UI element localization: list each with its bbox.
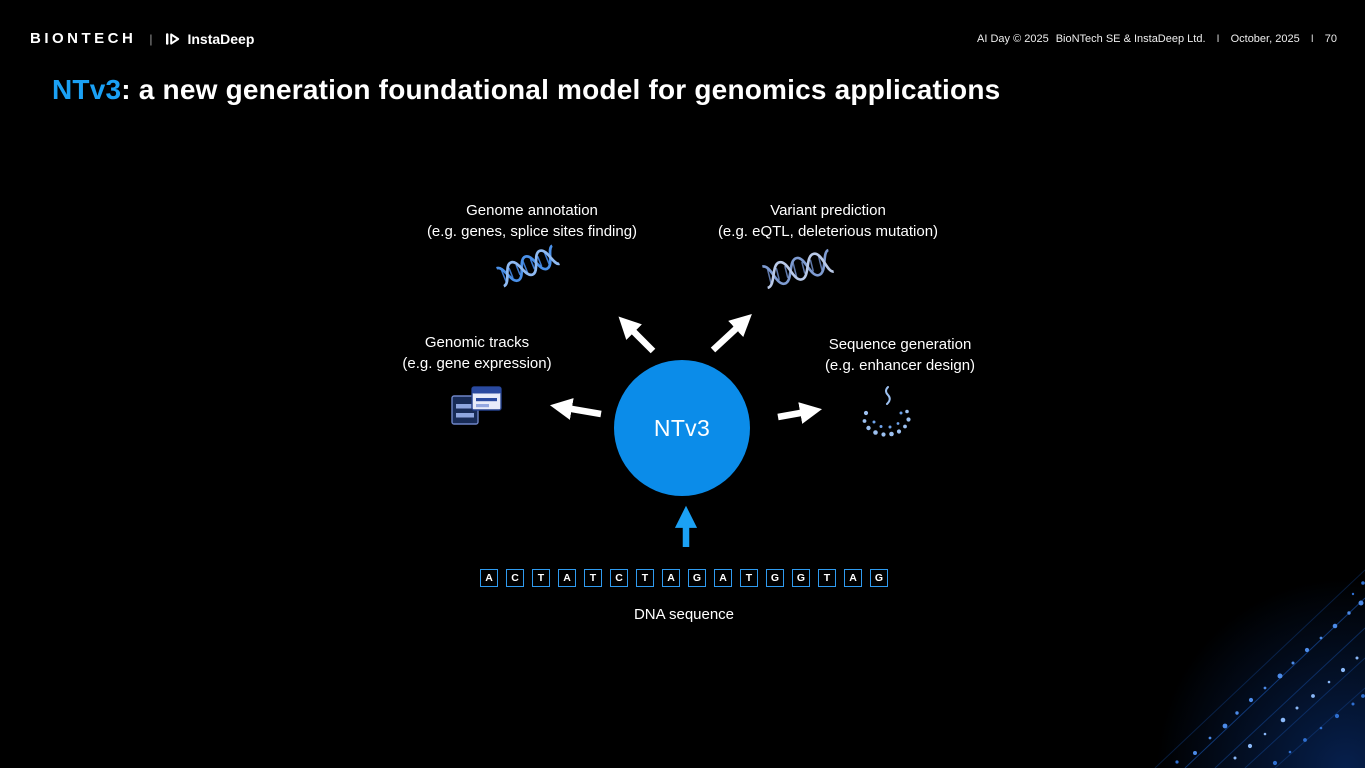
node-subtitle: (e.g. genes, splice sites finding) (426, 222, 638, 240)
meta-date: October, 2025 (1230, 32, 1300, 45)
node-subtitle: (e.g. enhancer design) (824, 356, 976, 374)
dna-helix-icon (495, 244, 561, 288)
sequence-cell: A (662, 569, 680, 587)
center-model-node: NTv3 (614, 360, 750, 496)
generated-dots-icon (862, 386, 911, 437)
header: BIONTECH | InstaDeep AI Day © 2025 BioNT… (30, 30, 1337, 47)
biontech-logo: BIONTECH (30, 30, 137, 47)
sequence-cell: T (636, 569, 654, 587)
genome-tracks-icon (451, 386, 502, 425)
node-subtitle: (e.g. gene expression) (402, 354, 552, 372)
sequence-cell: A (480, 569, 498, 587)
node-title: Genomic tracks (424, 334, 530, 351)
slide-meta: AI Day © 2025 BioNTech SE & InstaDeep Lt… (977, 33, 1337, 45)
sequence-cell: G (870, 569, 888, 587)
sequence-cell: A (844, 569, 862, 587)
title-rest: : a new generation foundational model fo… (121, 74, 1001, 105)
node-subtitle: (e.g. eQTL, deleterious mutation) (717, 222, 939, 240)
instadeep-logo-text: InstaDeep (187, 30, 255, 47)
meta-ai-day: AI Day © 2025 (977, 32, 1049, 45)
sequence-cell: T (584, 569, 602, 587)
page-number: 70 (1324, 32, 1337, 45)
sequence-cell: G (792, 569, 810, 587)
meta-divider: I (1216, 32, 1220, 45)
meta-company: BioNTech SE & InstaDeep Ltd. (1055, 32, 1206, 45)
node-genomic-tracks: Genomic tracks (e.g. gene expression) (357, 333, 597, 374)
sequence-cell: C (610, 569, 628, 587)
arrow-to-genome-annotation (618, 316, 656, 354)
dna-helix-icon (761, 248, 835, 290)
brand-logos: BIONTECH | InstaDeep (30, 30, 254, 47)
arrow-to-variant-prediction (710, 313, 752, 353)
slide-title: NTv3: a new generation foundational mode… (52, 74, 1000, 106)
node-title: Genome annotation (466, 202, 598, 219)
node-variant-prediction: Variant prediction (e.g. eQTL, deleterio… (698, 201, 958, 242)
sequence-cell: T (532, 569, 550, 587)
meta-divider: I (1310, 32, 1314, 45)
decorative-network-svg (1154, 569, 1365, 768)
decorative-network-graphic (1125, 558, 1365, 768)
node-title: Sequence generation (828, 336, 972, 353)
title-highlight: NTv3 (52, 74, 122, 105)
dna-sequence-row: A C T A T C T A G A T G G T A G (480, 569, 888, 587)
node-sequence-generation: Sequence generation (e.g. enhancer desig… (780, 335, 1020, 376)
logo-divider: | (149, 31, 153, 46)
instadeep-play-icon (166, 32, 180, 45)
sequence-cell: A (714, 569, 732, 587)
sequence-cell: T (818, 569, 836, 587)
center-model-label: NTv3 (653, 414, 711, 441)
node-genome-annotation: Genome annotation (e.g. genes, splice si… (402, 201, 662, 242)
node-title: Variant prediction (770, 202, 886, 219)
sequence-cell: G (766, 569, 784, 587)
sequence-cell: T (740, 569, 758, 587)
sequence-cell: C (506, 569, 524, 587)
sequence-cell: G (688, 569, 706, 587)
dna-sequence-label: DNA sequence (633, 606, 735, 623)
arrow-to-sequence-generation (777, 402, 822, 424)
arrow-to-genomic-tracks (549, 398, 602, 420)
sequence-cell: A (558, 569, 576, 587)
instadeep-logo: InstaDeep (165, 31, 254, 47)
